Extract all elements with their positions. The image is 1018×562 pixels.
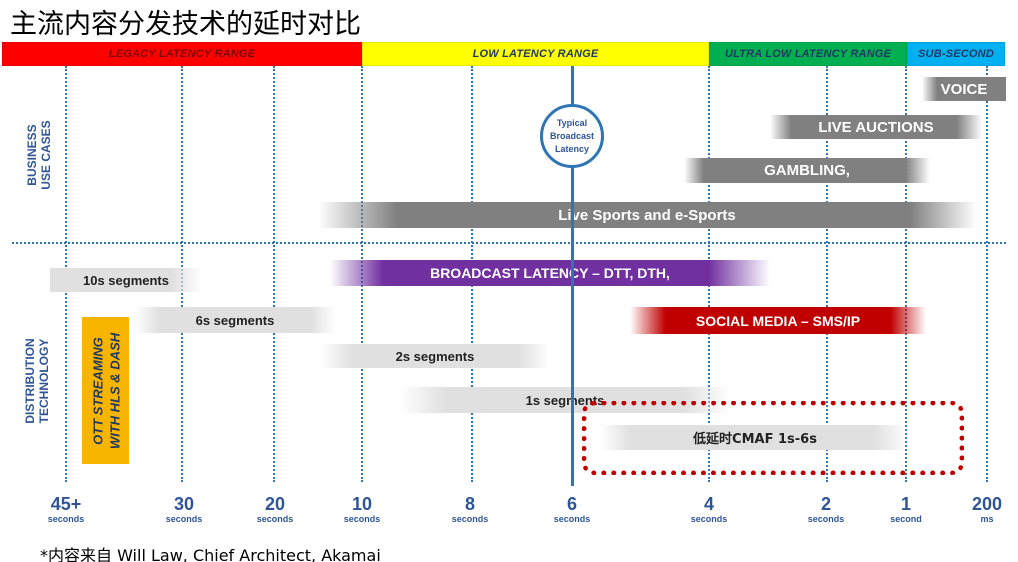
- gridline-2: [826, 66, 828, 482]
- sub-second-label: SUB-SECOND: [918, 48, 994, 60]
- low-latency-band: LOW LATENCY RANGE: [362, 42, 709, 66]
- social-media-bar: SOCIAL MEDIA – SMS/IP: [630, 307, 926, 334]
- axis-value: 4: [703, 494, 714, 514]
- axis-value: 30: [173, 494, 195, 514]
- distribution-label-line1: DISTRIBUTION: [23, 338, 37, 424]
- legacy-latency-band: LEGACY LATENCY RANGE: [2, 42, 362, 66]
- business-label-line2: USE CASES: [39, 120, 53, 190]
- section-divider: [12, 242, 1006, 244]
- axis-unit: seconds: [256, 514, 294, 524]
- business-use-cases-label: BUSINESS USE CASES: [25, 110, 55, 200]
- business-label-line1: BUSINESS: [25, 124, 39, 186]
- axis-tick-200ms: 200 ms: [962, 494, 1012, 524]
- axis-tick-4: 4 seconds: [683, 494, 735, 524]
- broadcast-latency-label: BROADCAST LATENCY – DTT, DTH,: [430, 265, 670, 281]
- cmaf-highlight-box: [582, 401, 964, 475]
- ultra-low-latency-band: ULTRA LOW LATENCY RANGE: [709, 42, 907, 66]
- 1s-segments-bar: 1s segments: [400, 387, 730, 413]
- axis-tick-30: 30 seconds: [158, 494, 210, 524]
- cmaf-low-latency-label: 低延时CMAF 1s-6s: [693, 432, 817, 447]
- axis-unit: seconds: [451, 514, 489, 524]
- gambling-label: GAMBLING,: [764, 162, 850, 179]
- cmaf-low-latency-bar: 低延时CMAF 1s-6s: [600, 425, 910, 450]
- live-auctions-label: LIVE AUCTIONS: [818, 118, 934, 136]
- axis-tick-1: 1 second: [880, 494, 932, 524]
- voice-bar: VOICE: [922, 77, 1006, 101]
- axis-unit: seconds: [343, 514, 381, 524]
- axis-tick-10: 10 seconds: [336, 494, 388, 524]
- axis-value: 10: [351, 494, 373, 514]
- gridline-20: [273, 66, 275, 482]
- axis-tick-2: 2 seconds: [800, 494, 852, 524]
- gridline-1: [905, 66, 907, 482]
- page-title: 主流内容分发技术的延时对比: [10, 9, 361, 40]
- typical-latency-line: [571, 66, 574, 486]
- social-media-label: SOCIAL MEDIA – SMS/IP: [695, 312, 861, 329]
- distribution-technology-label: DISTRIBUTION TECHNOLOGY: [23, 326, 53, 436]
- 10s-segments-bar: 10s segments: [50, 268, 202, 292]
- ultra-low-latency-label: ULTRA LOW LATENCY RANGE: [724, 48, 892, 60]
- gambling-bar: GAMBLING,: [684, 158, 930, 183]
- axis-value: 1: [900, 494, 911, 514]
- 6s-segments-label: 6s segments: [195, 312, 275, 328]
- axis-value: 45+: [50, 494, 82, 514]
- axis-tick-20: 20 seconds: [249, 494, 301, 524]
- 10s-segments-label: 10s segments: [83, 272, 169, 288]
- axis-unit: seconds: [47, 514, 85, 524]
- axis-value: 2: [820, 494, 831, 514]
- axis-value: 6: [566, 494, 577, 514]
- live-sports-bar: Live Sports and e-Sports: [318, 202, 976, 228]
- axis-unit: seconds: [690, 514, 728, 524]
- axis-tick-45: 45+ seconds: [40, 494, 92, 524]
- source-attribution: *内容来自 Will Law, Chief Architect, Akamai: [40, 546, 381, 562]
- axis-value: 20: [264, 494, 286, 514]
- live-sports-label: Live Sports and e-Sports: [558, 206, 736, 224]
- broadcast-latency-bar: BROADCAST LATENCY – DTT, DTH,: [330, 260, 770, 286]
- axis-unit: seconds: [807, 514, 845, 524]
- axis-tick-8: 8 seconds: [444, 494, 496, 524]
- axis-value: 8: [464, 494, 475, 514]
- voice-label: VOICE: [940, 80, 988, 98]
- axis-unit: seconds: [553, 514, 591, 524]
- 2s-segments-label: 2s segments: [395, 348, 475, 364]
- distribution-label-line2: TECHNOLOGY: [37, 338, 51, 424]
- live-auctions-bar: LIVE AUCTIONS: [770, 115, 982, 139]
- 6s-segments-bar: 6s segments: [135, 307, 335, 333]
- sub-second-band: SUB-SECOND: [907, 42, 1005, 66]
- gridline-200ms: [986, 66, 988, 482]
- axis-unit: ms: [980, 514, 994, 524]
- legacy-latency-label: LEGACY LATENCY RANGE: [108, 48, 256, 60]
- 2s-segments-bar: 2s segments: [320, 344, 550, 368]
- axis-unit: seconds: [165, 514, 203, 524]
- axis-tick-6: 6 seconds: [546, 494, 598, 524]
- low-latency-label: LOW LATENCY RANGE: [472, 48, 599, 60]
- axis-unit: second: [890, 514, 922, 524]
- axis-value: 200: [971, 494, 1003, 514]
